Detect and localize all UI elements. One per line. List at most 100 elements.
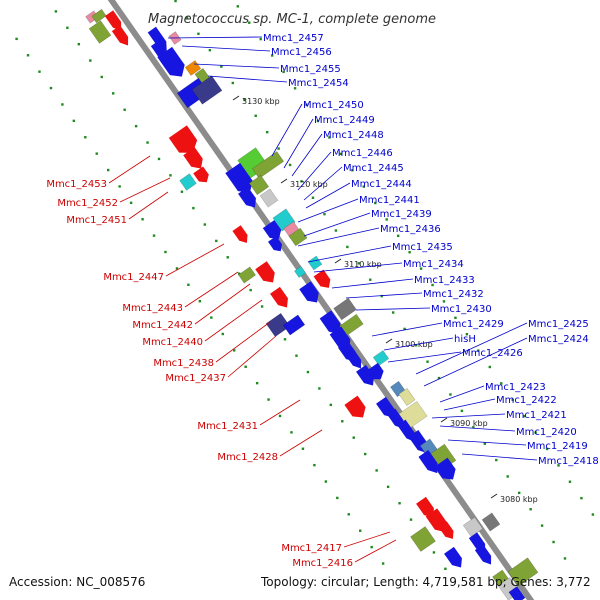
track-dot [134, 124, 138, 128]
gene-feature [193, 166, 209, 183]
leader-line [128, 191, 169, 220]
track-dot [432, 551, 436, 554]
gene-feature [168, 125, 198, 153]
track-dot [123, 108, 126, 111]
gene-feature [462, 516, 484, 538]
gene-feature [386, 408, 404, 429]
track-dot [259, 37, 262, 41]
track-dot [254, 114, 257, 117]
gene-arrow [434, 457, 456, 480]
track-dot [174, 0, 177, 3]
gene-arrow [418, 450, 438, 474]
reverse-gene-label: Mmc1_2447 [103, 272, 164, 283]
gene-arrow [238, 186, 256, 208]
gene-feature [307, 255, 323, 271]
track-dot [15, 37, 18, 41]
gene-arrow [268, 236, 282, 252]
reverse-gene-label: Mmc1_2437 [165, 373, 226, 384]
gene-arrow [386, 408, 404, 429]
gene-feature [508, 586, 526, 600]
track-dot [552, 540, 555, 544]
track-dot [203, 223, 207, 226]
gene-box [282, 314, 306, 336]
gene-arrow [299, 281, 319, 303]
track-dot [381, 562, 385, 565]
forward-gene-label: Mmc1_2449 [314, 115, 375, 126]
leader-line [331, 278, 414, 289]
leader-line [215, 321, 271, 363]
leader-line [431, 413, 506, 419]
track-dot [409, 518, 413, 521]
gene-arrow [438, 521, 454, 539]
leader-line [387, 351, 462, 363]
accession-text: Accession: NC_008576 [9, 575, 145, 589]
track-dot [323, 212, 326, 216]
track-dot [511, 398, 514, 401]
track-dot [363, 452, 367, 456]
track-dot [380, 294, 383, 298]
gene-feature [104, 10, 122, 31]
track-dot [175, 267, 179, 270]
track-dot [107, 168, 110, 172]
leader-line [194, 283, 251, 325]
forward-gene-label: Mmc1_2444 [351, 179, 412, 190]
forward-gene-label: Mmc1_2432 [423, 289, 484, 300]
track-dot [300, 180, 303, 183]
track-dot [164, 250, 167, 254]
leader-line [313, 262, 403, 273]
track-dot [249, 288, 252, 292]
leader-line [291, 133, 323, 177]
track-dot [336, 496, 339, 500]
track-dot [290, 431, 293, 434]
forward-gene-label: Mmc1_2448 [323, 130, 384, 141]
leader-line [283, 118, 314, 169]
track-dot [545, 447, 549, 451]
gene-arrow [255, 261, 275, 283]
forward-gene-label: Mmc1_2450 [303, 100, 364, 111]
track-dot [180, 190, 184, 193]
gene-feature [179, 173, 197, 191]
forward-gene-label: Mmc1_2439 [371, 209, 432, 220]
kbp-label: 3080 kbp [500, 495, 538, 504]
kbp-label: 3110 kbp [344, 260, 382, 269]
gene-feature [444, 546, 462, 568]
gene-feature [282, 314, 306, 336]
track-dot [141, 218, 144, 221]
forward-gene-label: Mmc1_2434 [403, 259, 464, 270]
track-dot [465, 333, 469, 336]
track-dot [369, 278, 372, 281]
track-dot [522, 414, 526, 418]
gene-feature [481, 512, 501, 532]
leader-line [303, 212, 371, 237]
track-dot [540, 524, 544, 527]
leader-line [165, 243, 225, 277]
leader-line [119, 177, 171, 203]
leader-line [193, 63, 280, 69]
gene-arrow [313, 269, 331, 288]
gene-box [179, 173, 197, 191]
forward-gene-label: Mmc1_2433 [414, 275, 475, 286]
track-dot [385, 218, 388, 221]
track-dot [313, 463, 316, 467]
track-dot [431, 283, 434, 287]
track-dot [244, 365, 247, 368]
track-dot [306, 370, 310, 374]
reverse-gene-label: Mmc1_2417 [281, 543, 342, 554]
track-dot [396, 234, 400, 238]
track-dot [77, 42, 81, 46]
track-dot [408, 251, 411, 254]
forward-gene-label: Mmc1_2426 [462, 348, 523, 359]
gene-feature [410, 526, 436, 552]
gene-box [508, 586, 526, 600]
kbp-label: 3090 kbp [450, 419, 488, 428]
gene-box [259, 188, 279, 208]
leader-line [423, 337, 528, 387]
track-dot [260, 305, 264, 308]
gene-feature [418, 450, 438, 474]
kbp-tick [385, 338, 393, 344]
gene-feature [438, 521, 454, 539]
track-dot [305, 103, 308, 106]
leader-line [461, 453, 538, 461]
track-dot [591, 513, 595, 516]
gene-feature [333, 297, 357, 321]
